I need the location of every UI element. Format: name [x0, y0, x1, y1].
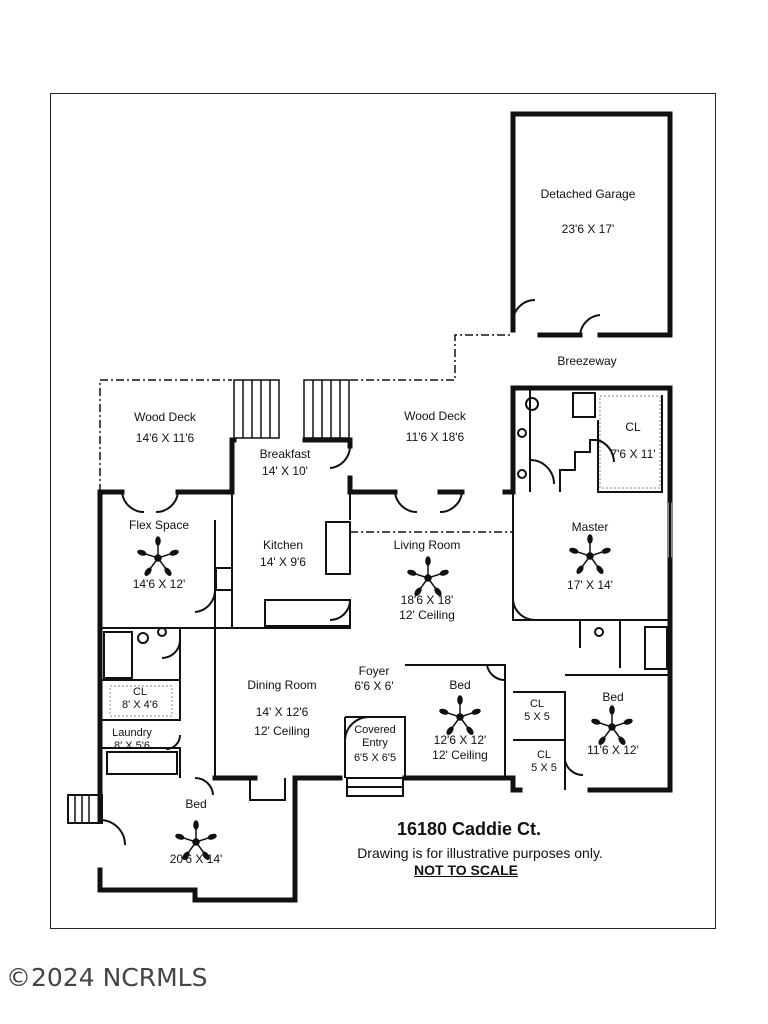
ceiling-fan-icon — [569, 534, 611, 574]
ceiling-fan-icon — [407, 556, 449, 596]
deck-outlines — [99, 334, 513, 533]
ceiling-fan-icon — [175, 820, 217, 860]
plan-frame — [50, 93, 716, 929]
garage-walls — [510, 111, 673, 338]
address-title: 16180 Caddie Ct. — [396, 819, 542, 839]
ceiling-fan-icon — [137, 536, 179, 576]
scale-note: NOT TO SCALE — [414, 862, 518, 878]
deck-stairs — [74, 379, 350, 823]
ceiling-fan-icons — [137, 534, 633, 860]
ceiling-fan-icon — [439, 695, 481, 735]
watermark: ©2024 NCRMLS — [6, 963, 208, 992]
disclaimer-text: Drawing is for illustrative purposes onl… — [357, 845, 603, 861]
ceiling-fan-icon — [591, 705, 633, 745]
breezeway-label: Breezeway — [557, 354, 617, 368]
